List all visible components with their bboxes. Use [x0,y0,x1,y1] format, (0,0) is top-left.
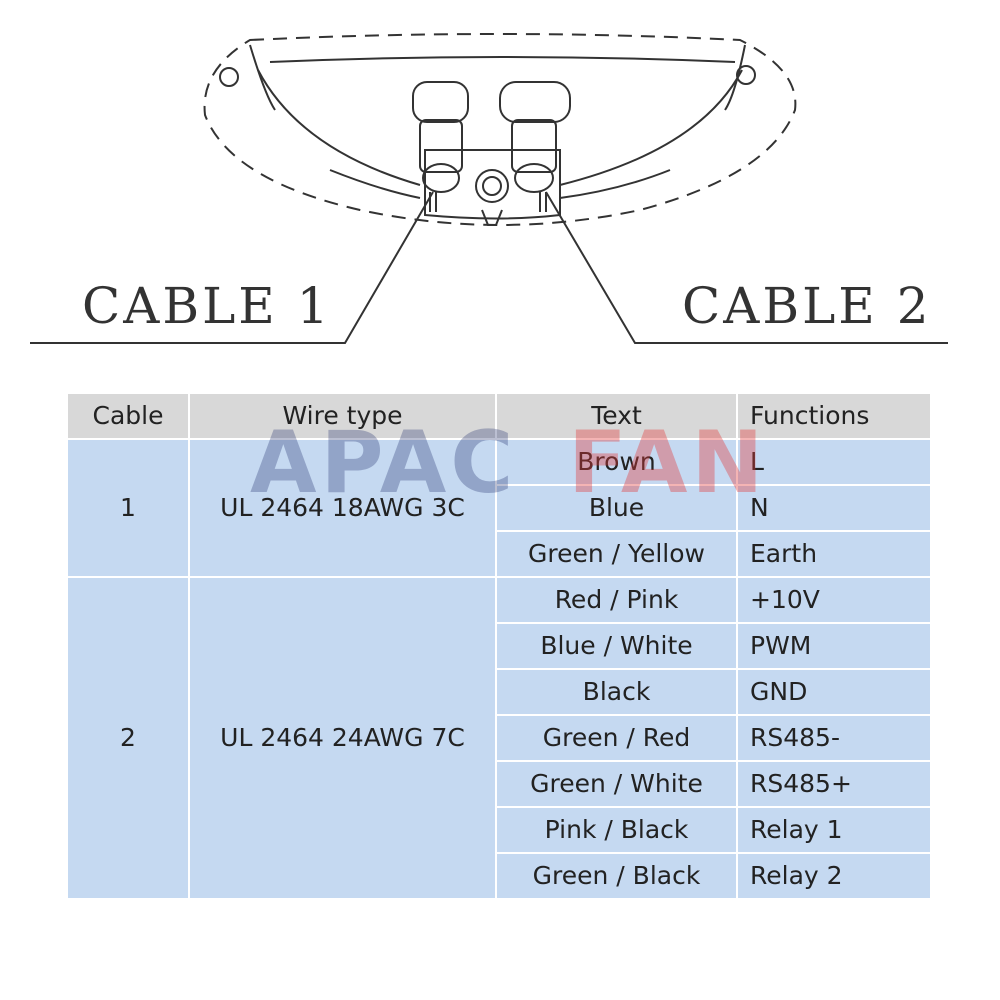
cable-number-cell: 1 [66,438,190,578]
header-wire-type: Wire type [188,392,497,440]
cable2-gland-opening [514,163,554,193]
table-row: Green / Red RS485- [67,714,932,762]
housing-bottom-arc [257,69,743,186]
cable1-gland-body [419,119,463,173]
table-row: Pink / Black Relay 1 [67,806,932,854]
wire-color-cell: Green / Red [495,714,738,762]
mounting-hole-left [219,67,239,87]
housing-outline-dashed [203,33,797,226]
cable1-label: CABLE 1 [82,277,332,335]
wire-color-cell: Green / Yellow [495,530,738,578]
wire-color-cell: Blue / White [495,622,738,670]
table-row: 2 UL 2464 24AWG 7C Red / Pink +10V [66,576,932,900]
housing-lower-arc [329,169,671,199]
wire-color-cell: Brown [495,438,738,486]
wire-color-cell: Black [495,668,738,716]
table-row: 1 UL 2464 18AWG 3C Brown L [66,438,932,578]
table-row: Black GND [67,668,932,716]
screw-tab [481,209,503,226]
screw-head-inner [482,176,502,196]
function-cell: N [736,484,932,532]
function-cell: Earth [736,530,932,578]
wire-color-cell: Green / White [495,760,738,808]
function-cell: GND [736,668,932,716]
housing-rim-line [249,44,746,111]
header-functions: Functions [736,392,932,440]
table-row: Blue N [67,484,932,532]
wire-color-cell: Blue [495,484,738,532]
table-row: Green / Yellow Earth [67,530,932,578]
table-row: Green / Black Relay 2 [67,852,932,900]
function-cell: L [736,438,932,486]
wire-type-cell: UL 2464 24AWG 7C [188,576,497,900]
cable2-gland-nut [499,81,571,123]
housing-inner-arc [269,56,736,63]
cable1-leader-line [30,191,434,344]
function-cell: Relay 1 [736,806,932,854]
table-header-row: Cable Wire type Text Functions [66,392,932,440]
function-cell: RS485- [736,714,932,762]
wire-type-cell: UL 2464 18AWG 3C [188,438,497,578]
cable2-gland-body [511,119,557,173]
header-cable: Cable [66,392,190,440]
table-row: Green / White RS485+ [67,760,932,808]
wire-color-cell: Green / Black [495,852,738,900]
mounting-hole-right [736,65,756,85]
function-cell: RS485+ [736,760,932,808]
function-cell: Relay 2 [736,852,932,900]
header-text: Text [495,392,738,440]
cable2-label: CABLE 2 [682,277,932,335]
function-cell: PWM [736,622,932,670]
wire-color-cell: Pink / Black [495,806,738,854]
wiring-table: Cable Wire type Text Functions 1 UL 2464… [66,392,932,900]
cable-exit-diagram: CABLE 1 CABLE 2 [30,33,948,344]
wire-color-cell: Red / Pink [495,576,738,624]
cable1-gland-opening [422,163,460,193]
cable1-gland-nut [412,81,469,123]
function-cell: +10V [736,576,932,624]
cable-number-cell: 2 [66,576,190,900]
table-row: Blue / White PWM [67,622,932,670]
cable2-leader-line [545,191,948,344]
screw-head [475,169,509,203]
